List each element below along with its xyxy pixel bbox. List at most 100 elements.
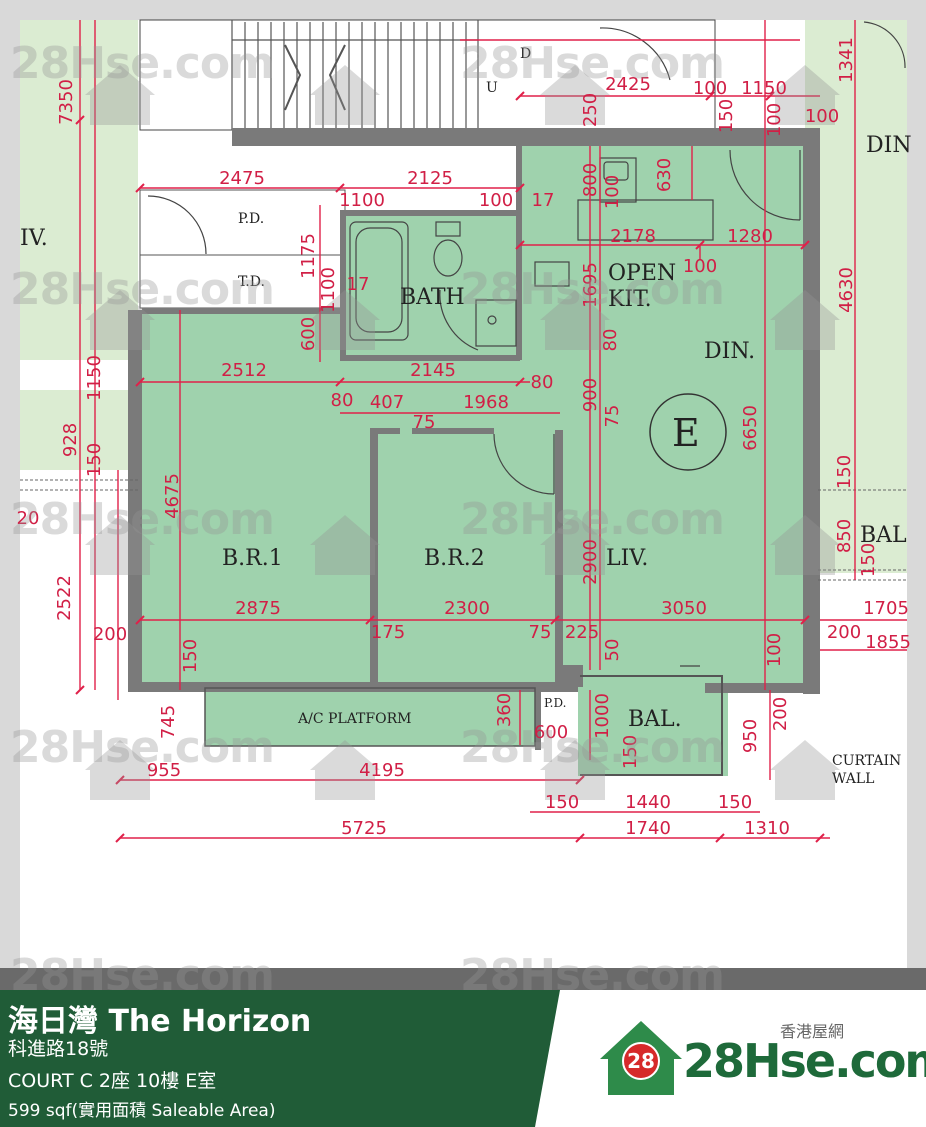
dim-200b: 200 xyxy=(827,622,861,643)
adjacent-din: DIN xyxy=(866,133,912,158)
dim-1310: 1310 xyxy=(744,818,790,839)
room-din: DIN. xyxy=(704,339,755,364)
adjacent-bal: BAL xyxy=(860,523,907,548)
room-br1: B.R.1 xyxy=(222,546,283,571)
watermark: 28Hse.com xyxy=(10,38,275,89)
dim-225: 225 xyxy=(565,622,599,643)
room-ac-platform: A/C PLATFORM xyxy=(297,711,411,727)
neighbour-right xyxy=(805,20,907,498)
dim-1968: 1968 xyxy=(463,392,509,413)
watermark: 28Hse.com xyxy=(10,722,275,773)
dim-100c: 100 xyxy=(805,106,839,127)
dim-950: 950 xyxy=(740,719,761,753)
door-d: D xyxy=(520,46,531,62)
dim-1280: 1280 xyxy=(727,226,773,247)
dim-4630: 4630 xyxy=(836,267,857,313)
dim-600b: 600 xyxy=(534,722,568,743)
dim-20: 20 xyxy=(17,508,40,529)
pd-top: P.D. xyxy=(238,211,264,227)
dim-100e: 100 xyxy=(602,175,623,209)
dim-150h: 150 xyxy=(718,792,752,813)
dim-150b: 150 xyxy=(84,443,105,477)
dim-100b: 100 xyxy=(764,103,785,137)
bottom-frame xyxy=(0,968,926,990)
room-br2: B.R.2 xyxy=(424,546,485,571)
dim-850: 850 xyxy=(834,519,855,553)
dim-1695: 1695 xyxy=(580,262,601,308)
dim-1740: 1740 xyxy=(625,818,671,839)
dim-75b: 75 xyxy=(413,412,436,433)
brand-wordmark: 28Hse.com xyxy=(683,1034,926,1088)
dim-100f: 100 xyxy=(683,256,717,277)
dim-4195: 4195 xyxy=(359,760,405,781)
estate-title: 海日灣 The Horizon xyxy=(8,1004,312,1039)
brand-logo-icon: 28 xyxy=(600,1021,682,1095)
dim-7350: 7350 xyxy=(56,79,77,125)
dim-2900: 2900 xyxy=(580,539,601,585)
dim-80b: 80 xyxy=(531,372,554,393)
dim-1100: 1100 xyxy=(339,190,385,211)
dim-1341: 1341 xyxy=(836,37,857,83)
top-frame xyxy=(0,0,926,20)
dim-200a: 200 xyxy=(93,624,127,645)
room-kit: KIT. xyxy=(608,287,652,312)
watermark: 28Hse.com xyxy=(460,264,725,315)
dim-1100b: 1100 xyxy=(318,267,339,313)
dim-5725: 5725 xyxy=(341,818,387,839)
dim-407: 407 xyxy=(370,392,404,413)
dim-745: 745 xyxy=(158,705,179,739)
dim-2300: 2300 xyxy=(444,598,490,619)
unit-info: COURT C 2座 10樓 E室 xyxy=(8,1070,217,1092)
footer-info-panel: 海日灣 The Horizon 科進路18號 COURT C 2座 10樓 E室… xyxy=(0,990,560,1127)
dim-900: 900 xyxy=(580,378,601,412)
door-u: U xyxy=(486,80,498,96)
dim-150e: 150 xyxy=(180,639,201,673)
dim-2145: 2145 xyxy=(410,360,456,381)
watermark: 28Hse.com xyxy=(10,264,275,315)
floor-plan: BATH OPEN KIT. DIN. B.R.1 B.R.2 LIV. BAL… xyxy=(0,0,926,990)
dim-1150: 1150 xyxy=(741,78,787,99)
dimension-lines xyxy=(79,20,907,839)
dim-2512: 2512 xyxy=(221,360,267,381)
dim-360: 360 xyxy=(494,693,515,727)
watermark: 28Hse.com xyxy=(10,494,275,545)
dim-175: 175 xyxy=(371,622,405,643)
room-bath: BATH xyxy=(400,285,465,310)
dim-1855: 1855 xyxy=(865,632,911,653)
dim-2522: 2522 xyxy=(54,575,75,621)
dim-955: 955 xyxy=(147,760,181,781)
room-liv: LIV. xyxy=(606,546,648,571)
dim-100a: 100 xyxy=(693,78,727,99)
brand-badge: 28 xyxy=(627,1049,655,1073)
room-open: OPEN xyxy=(608,261,676,286)
dim-1175: 1175 xyxy=(298,233,319,279)
dim-100d: 100 xyxy=(479,190,513,211)
footer: 海日灣 The Horizon 科進路18號 COURT C 2座 10樓 E室… xyxy=(0,990,926,1127)
staircase xyxy=(231,20,479,130)
dimension-ticks xyxy=(75,91,825,843)
watermark: 28Hse.com xyxy=(460,722,725,773)
left-frame xyxy=(0,0,20,968)
watermark: 28Hse.com xyxy=(460,38,725,89)
dim-1705: 1705 xyxy=(863,598,909,619)
unit-mark: E xyxy=(672,411,700,455)
saleable-area: 599 sqf(實用面積 Saleable Area) xyxy=(8,1101,276,1121)
wall-label: WALL xyxy=(832,771,874,787)
dim-150g: 150 xyxy=(545,792,579,813)
dim-150c: 150 xyxy=(834,455,855,489)
doors xyxy=(147,21,906,667)
unit-circle xyxy=(649,393,727,471)
brand-chinese-name: 香港屋網 xyxy=(780,1022,845,1041)
dim-4675: 4675 xyxy=(162,473,183,519)
dim-17a: 17 xyxy=(532,190,555,211)
bath-fixtures xyxy=(349,221,517,351)
walls xyxy=(128,128,820,750)
dim-150d: 150 xyxy=(858,543,879,577)
dim-150f: 150 xyxy=(620,735,641,769)
dim-1150b: 1150 xyxy=(84,355,105,401)
dim-2425: 2425 xyxy=(605,74,651,95)
dim-2475: 2475 xyxy=(219,168,265,189)
dim-250: 250 xyxy=(580,93,601,127)
dim-150a: 150 xyxy=(716,99,737,133)
dim-600a: 600 xyxy=(298,317,319,351)
